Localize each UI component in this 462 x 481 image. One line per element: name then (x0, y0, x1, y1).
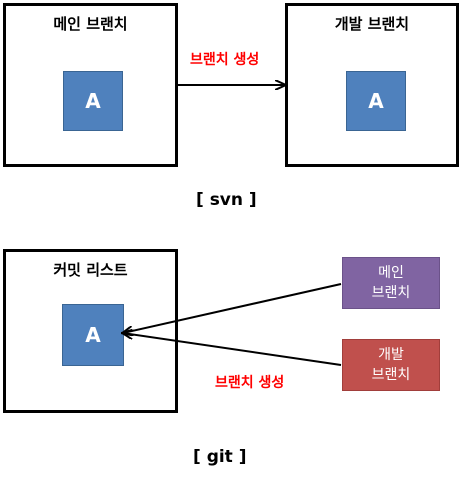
git-dev-ref-arrow (123, 333, 342, 366)
svn-main-branch-box: 메인 브랜치 A (3, 3, 178, 167)
git-main-branch-ref: 메인 브랜치 (342, 257, 440, 309)
git-main-ref-arrow (123, 283, 342, 333)
svn-dev-commit-node: A (346, 71, 406, 131)
git-dev-branch-ref-line1: 개발 (378, 347, 404, 363)
git-dev-branch-ref-line2: 브랜치 (371, 367, 411, 383)
svn-main-branch-title: 메인 브랜치 (53, 15, 128, 33)
git-caption: [ git ] (193, 447, 247, 467)
svn-dev-branch-title: 개발 브랜치 (334, 15, 410, 33)
git-commit-node: A (62, 304, 124, 366)
git-main-branch-ref-line1: 메인 (378, 265, 404, 281)
git-dev-branch-ref: 개발 브랜치 (342, 339, 440, 391)
git-commit-list-box: 커밋 리스트 A (3, 249, 178, 413)
git-commit-list-title: 커밋 리스트 (53, 261, 128, 279)
svn-main-commit-node: A (63, 71, 123, 131)
svn-dev-branch-box: 개발 브랜치 A (285, 3, 459, 167)
svn-caption: [ svn ] (196, 190, 257, 210)
git-branch-create-label: 브랜치 생성 (215, 375, 285, 391)
git-main-branch-ref-line2: 브랜치 (371, 285, 411, 301)
svn-branch-create-label: 브랜치 생성 (190, 52, 260, 68)
